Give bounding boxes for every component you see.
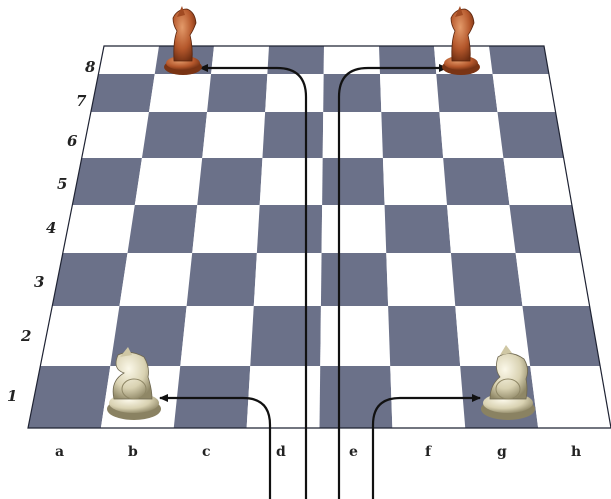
square-h7[interactable]: [493, 74, 556, 112]
rank-label-7: 7: [76, 92, 87, 110]
file-label-h: h: [571, 444, 581, 460]
square-f6[interactable]: [381, 112, 443, 158]
square-b6[interactable]: [142, 112, 207, 158]
rank-label-5: 5: [57, 175, 67, 193]
file-label-d: d: [276, 444, 286, 460]
square-a5[interactable]: [72, 158, 142, 205]
square-g7[interactable]: [436, 74, 497, 112]
square-c3[interactable]: [187, 253, 257, 306]
file-label-a: a: [55, 444, 64, 460]
square-a3[interactable]: [52, 253, 127, 306]
rank-label-3: 3: [34, 273, 44, 291]
square-e2[interactable]: [320, 306, 390, 366]
square-f7[interactable]: [380, 74, 439, 112]
square-d1[interactable]: [247, 366, 321, 428]
square-b4[interactable]: [128, 205, 198, 253]
file-labels: a b c d e f g h: [55, 444, 581, 460]
square-h2[interactable]: [522, 306, 600, 366]
square-f2[interactable]: [388, 306, 460, 366]
rank-label-1: 1: [7, 387, 17, 405]
rank-label-8: 8: [85, 58, 96, 76]
file-label-b: b: [128, 444, 138, 460]
square-h8[interactable]: [489, 46, 549, 74]
square-d6[interactable]: [262, 112, 323, 158]
rank-label-2: 2: [20, 327, 31, 345]
square-d2[interactable]: [250, 306, 321, 366]
square-d8[interactable]: [267, 46, 324, 74]
square-f3[interactable]: [386, 253, 455, 306]
file-label-g: g: [497, 444, 507, 460]
file-label-f: f: [425, 444, 432, 460]
square-a6[interactable]: [82, 112, 149, 158]
square-h4[interactable]: [509, 205, 580, 253]
square-a7[interactable]: [91, 74, 155, 112]
square-a8[interactable]: [98, 46, 159, 74]
square-b7[interactable]: [149, 74, 211, 112]
square-c8[interactable]: [211, 46, 269, 74]
square-e6[interactable]: [323, 112, 383, 158]
square-c4[interactable]: [192, 205, 259, 253]
square-c5[interactable]: [197, 158, 262, 205]
knight-icon[interactable]: [442, 6, 480, 75]
square-d4[interactable]: [257, 205, 322, 253]
square-d7[interactable]: [265, 74, 324, 112]
rank-label-4: 4: [46, 219, 56, 237]
square-g3[interactable]: [451, 253, 523, 306]
file-label-e: e: [349, 444, 358, 460]
square-d5[interactable]: [260, 158, 323, 205]
square-e5[interactable]: [322, 158, 384, 205]
square-c2[interactable]: [180, 306, 253, 366]
square-h5[interactable]: [503, 158, 571, 205]
square-c7[interactable]: [207, 74, 267, 112]
square-h3[interactable]: [516, 253, 590, 306]
square-e1[interactable]: [320, 366, 393, 428]
square-a1[interactable]: [28, 366, 110, 428]
square-a2[interactable]: [40, 306, 119, 366]
knight-icon[interactable]: [164, 6, 202, 75]
square-c6[interactable]: [202, 112, 265, 158]
rank-label-6: 6: [67, 132, 78, 150]
square-g4[interactable]: [447, 205, 516, 253]
square-e7[interactable]: [323, 74, 381, 112]
file-label-c: c: [202, 444, 211, 460]
square-f5[interactable]: [383, 158, 447, 205]
square-e8[interactable]: [324, 46, 380, 74]
square-e3[interactable]: [321, 253, 388, 306]
square-f8[interactable]: [379, 46, 436, 74]
square-g5[interactable]: [443, 158, 509, 205]
square-g6[interactable]: [439, 112, 503, 158]
square-h1[interactable]: [530, 366, 611, 428]
square-d3[interactable]: [254, 253, 322, 306]
square-h6[interactable]: [497, 112, 563, 158]
square-a4[interactable]: [63, 205, 135, 253]
square-b5[interactable]: [135, 158, 202, 205]
square-f4[interactable]: [385, 205, 451, 253]
square-b3[interactable]: [119, 253, 192, 306]
square-e4[interactable]: [322, 205, 387, 253]
